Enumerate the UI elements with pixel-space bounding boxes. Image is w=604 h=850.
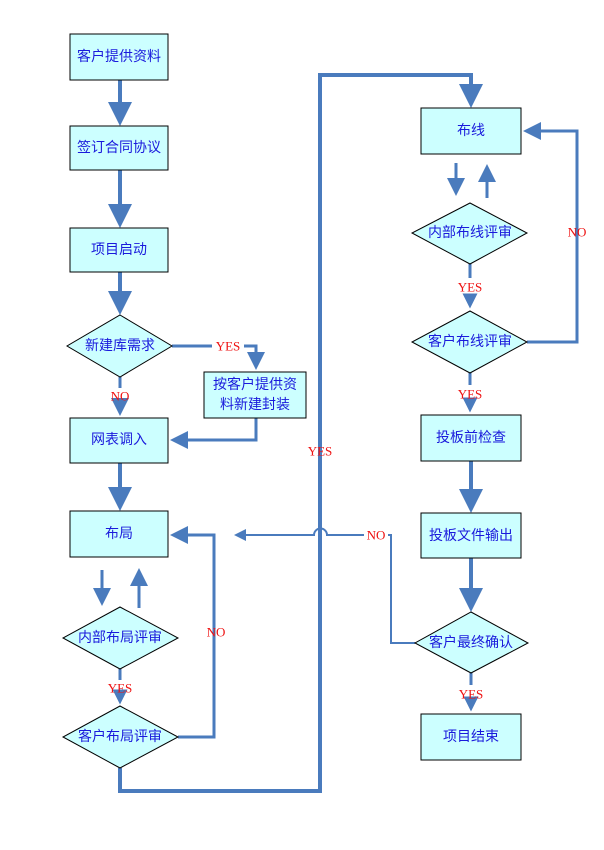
- node-customer-final-confirm-label: 客户最终确认: [429, 634, 513, 651]
- node-customer-placement-review-label: 客户布局评审: [78, 728, 162, 745]
- edge-label-customer-routing-yes: YES: [458, 387, 483, 402]
- edge-label-routing-no: NO: [568, 225, 587, 240]
- node-customer-routing-review: [410, 310, 529, 374]
- edge-label-library-no: NO: [111, 389, 130, 404]
- edge-label-library-yes: YES: [216, 339, 241, 354]
- node-netlist-import: [69, 417, 169, 464]
- edge-customer-placement-no: [170, 526, 216, 739]
- node-release-files-output: [420, 512, 522, 559]
- node-pre-release-check-label: 投板前检查: [436, 429, 506, 446]
- edge-final-no: [238, 529, 415, 644]
- node-internal-placement-review: [61, 606, 180, 670]
- node-pre-release-check: [420, 414, 522, 462]
- edge-library-yes: [172, 344, 256, 364]
- edge-label-final-yes: YES: [459, 687, 484, 702]
- node-placement: [69, 510, 169, 558]
- node-customer-placement-review: [61, 705, 180, 769]
- node-internal-routing-review-label: 内部布线评审: [428, 225, 512, 241]
- node-new-library-needed-label: 新建库需求: [85, 338, 155, 354]
- edge-label-customer-placement-yes: YES: [308, 444, 333, 459]
- edge-label-internal-placement-yes: YES: [108, 681, 133, 696]
- node-new-library-needed: [66, 314, 173, 378]
- node-customer-routing-review-label: 客户布线评审: [428, 333, 512, 350]
- node-customer-materials: [69, 33, 169, 81]
- node-customer-materials-label: 客户提供资料: [77, 48, 161, 65]
- node-netlist-import-label: 网表调入: [91, 432, 147, 448]
- node-project-start-label: 项目启动: [91, 242, 147, 258]
- node-sign-contract: [69, 125, 169, 171]
- edge-customer-routing-no: [523, 122, 579, 344]
- node-build-footprints: [203, 371, 307, 419]
- node-internal-routing-review: [410, 202, 529, 265]
- edge-customer-placement-yes: [118, 73, 483, 793]
- node-sign-contract-label: 签订合同协议: [77, 139, 161, 156]
- node-project-end: [420, 713, 522, 761]
- node-routing: [420, 107, 522, 155]
- edge-label-final-no: NO: [367, 528, 386, 543]
- node-build-footprints-label-1: 按客户提供资: [213, 376, 297, 393]
- node-internal-placement-review-label: 内部布局评审: [78, 630, 162, 646]
- node-build-footprints-label-2: 料新建封装: [220, 397, 290, 413]
- node-placement-label: 布局: [105, 526, 133, 542]
- edge-label-placement-no: NO: [207, 625, 226, 640]
- node-project-end-label: 项目结束: [443, 729, 499, 745]
- node-release-files-output-label: 投板文件输出: [429, 528, 513, 544]
- edge-label-internal-routing-yes: YES: [458, 280, 483, 295]
- node-routing-label: 布线: [457, 123, 485, 139]
- node-customer-final-confirm: [413, 611, 530, 674]
- node-project-start: [69, 227, 169, 273]
- edge-footprints-to-netlist: [170, 418, 258, 449]
